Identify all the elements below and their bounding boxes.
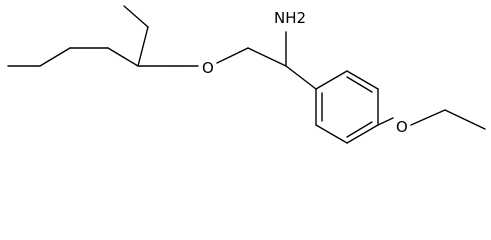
bond-branch-c2-ethyl [137, 26, 149, 67]
bond-ethyl-ch2-ch3 [123, 5, 149, 28]
bond-oxygen-ethyl [410, 109, 446, 126]
bond-oxygen-ch2 [216, 47, 249, 64]
bond-ring-5-6 [315, 124, 348, 144]
bond-ch-ring [285, 65, 317, 90]
structural-formula: NH2 O O [7, 5, 486, 144]
bond-ring-2-3 [346, 70, 379, 90]
bond-ring-1-2 [315, 70, 348, 90]
bond-ring-4-5 [346, 124, 379, 144]
bond-ethoxy-ch2-ch3 [444, 109, 486, 130]
bond-ring-double-b [346, 121, 373, 138]
bond-hexyl-c5-c4 [39, 47, 71, 67]
ether-oxygen-label-left: O [202, 59, 214, 77]
bond-ring-double-a [346, 76, 373, 93]
bond-ring-oxygen [377, 117, 394, 126]
bond-hexyl-c3-c2 [107, 47, 139, 67]
bond-ch2-ch [247, 47, 287, 67]
amine-label: NH2 [274, 9, 306, 27]
ether-oxygen-label-right: O [396, 118, 408, 136]
